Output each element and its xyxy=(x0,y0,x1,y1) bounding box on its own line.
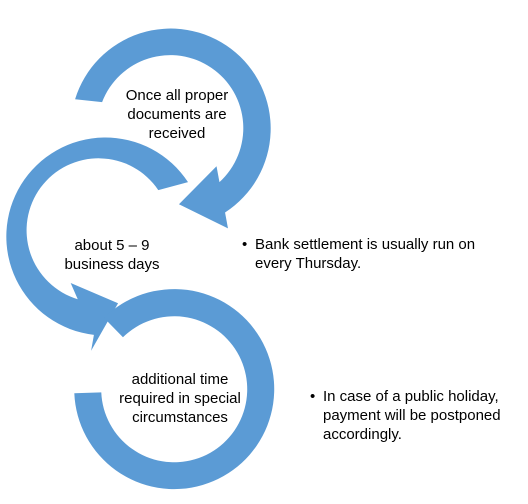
note-text: Bank settlement is usually run on every … xyxy=(255,236,476,272)
note-bank-settlement: • Bank settlement is usually run on ever… xyxy=(242,235,495,273)
step-1-label: Once all proper documents are received xyxy=(125,87,229,142)
note-text: In case of a public holiday, payment wil… xyxy=(323,388,501,443)
bullet-icon: • xyxy=(310,388,316,405)
step-2-label: about 5 – 9 business days xyxy=(64,237,160,273)
note-public-holiday: • In case of a public holiday, payment w… xyxy=(310,387,528,444)
step-3-label: additional time required in special circ… xyxy=(119,371,241,426)
bullet-icon: • xyxy=(242,236,248,253)
step-2-circular-arrow xyxy=(6,137,189,351)
